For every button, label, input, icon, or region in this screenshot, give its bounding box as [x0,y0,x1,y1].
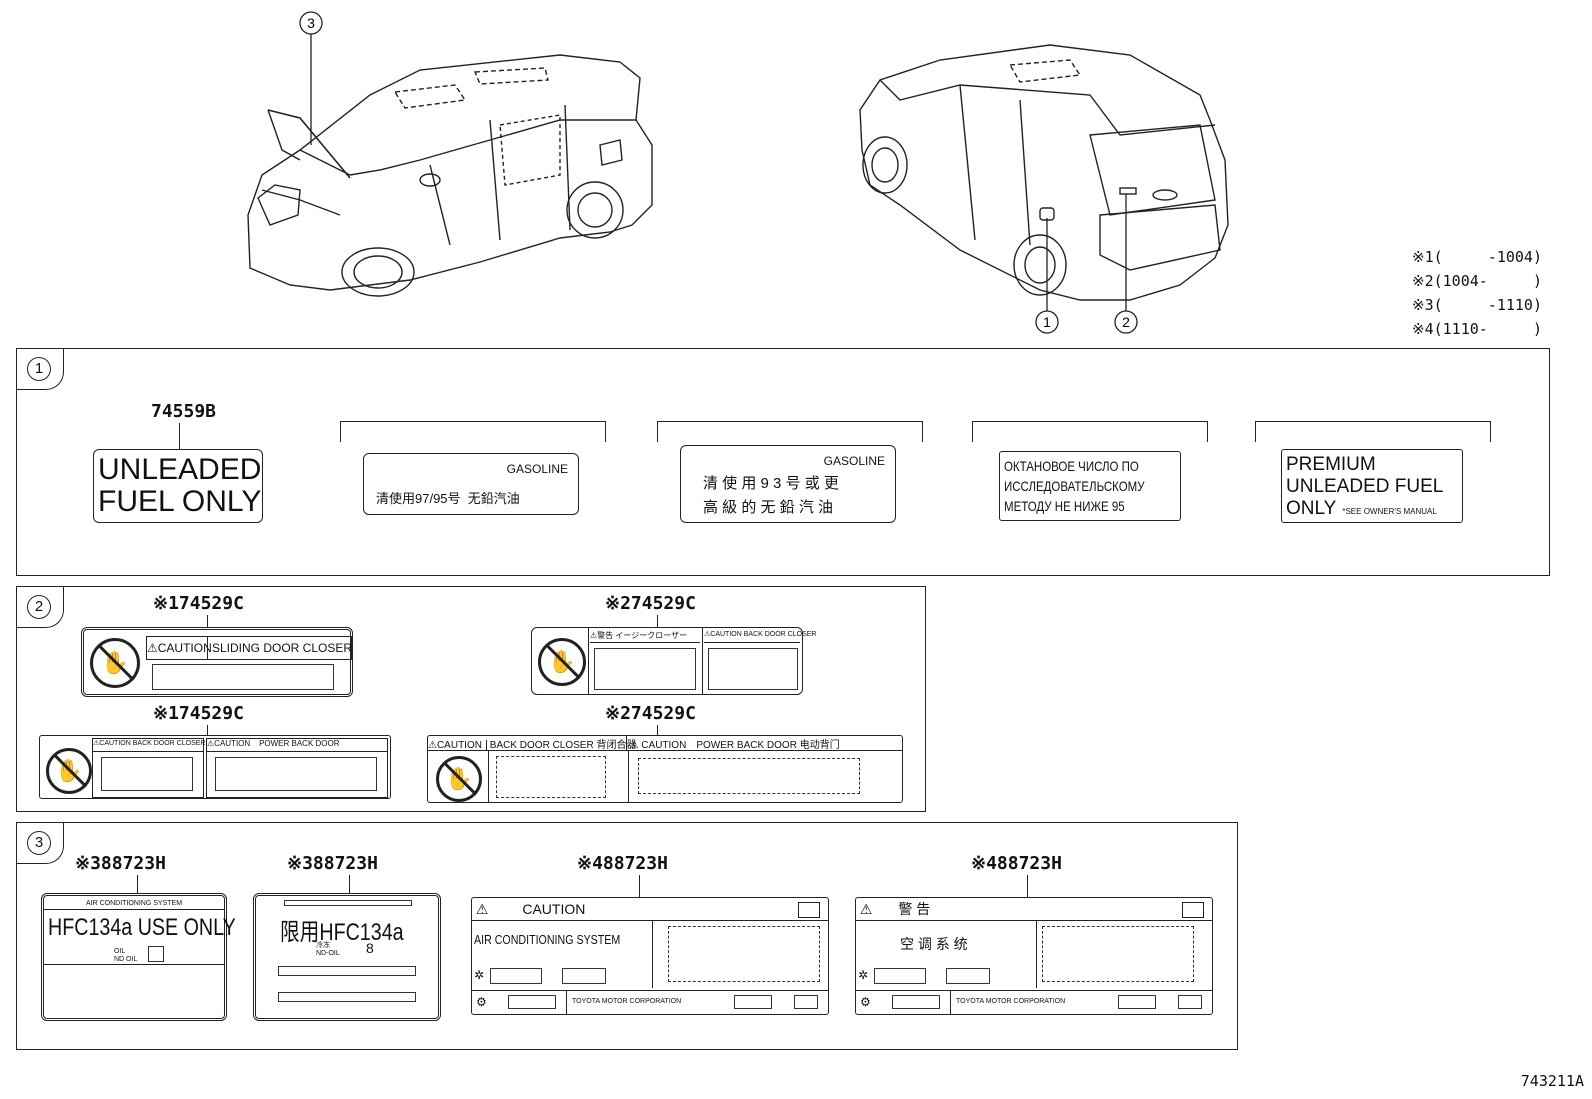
label-ac-caution-en: ⚠ CAUTION AIR CONDITIONING SYSTEM ✲ ⚙ TO… [471,897,829,1015]
manual-icon [1182,902,1204,918]
part-number-74529C-d: ※274529C [605,703,696,724]
legend-row-1: ※1( -1004) [1412,248,1542,266]
ru-line1: ОКТАНОВОЕ ЧИСЛО ПО [1004,458,1139,474]
callout-1-text: 1 [1043,314,1051,330]
label-octane-russian: ОКТАНОВОЕ ЧИСЛО ПО ИССЛЕДОВАТЕЛЬСКОМУ МЕ… [999,451,1181,521]
manual-icon [798,902,820,918]
bracket-2 [657,421,923,442]
gear-icon: ✲ [858,968,869,982]
caution-tag: ⚠CAUTION [147,637,212,659]
gasoline2-head: GASOLINE [823,454,885,468]
warning-triangle-icon: ⚠ [472,901,489,917]
gear-icon: ✲ [474,968,485,982]
label-gasoline-cn-97-95: GASOLINE 清使用97/95号 无鉛汽油 [363,453,579,515]
section-3-tab: 3 [17,823,64,864]
label-easy-closer: ✋ ⚠警告 イージークローザー ⚠CAUTION BACK DOOR CLOSE… [531,627,816,695]
compressor-icon: ⚙ [476,995,487,1009]
part-number-74529C-b: ※274529C [605,593,696,614]
label-back-door-small: ✋ ⚠CAUTION BACK DOOR CLOSER ⚠CAUTION POW… [39,735,391,799]
premium-line1: PREMIUM [1286,454,1376,475]
gasoline2-line2: 高 級 的 无 鉛 汽 油 [703,499,834,516]
ac-system-title-cn: 空 调 系 统 [900,936,968,952]
sliding-door-title: SLIDING DOOR CLOSER [212,641,353,655]
no-hand-icon: ✋ [436,756,482,802]
warning-triangle-icon: ⚠ [856,901,873,917]
section-3-badge: 3 [27,831,51,855]
label-gasoline-cn-93: GASOLINE 清 使 用 9 3 号 或 更 高 級 的 无 鉛 汽 油 [680,445,896,523]
unleaded-line1: UNLEADED [98,453,262,486]
gasoline-head: GASOLINE [506,462,568,476]
part-number-74529C-c: ※174529C [153,703,244,724]
no-hand-icon: ✋ [46,748,92,794]
van-front-view [247,54,653,297]
section-1-fuel-labels: 1 74559B UNLEADED FUEL ONLY GASOLINE 清使用… [16,348,1550,576]
label-hfc134a-use-only: AIR CONDITIONING SYSTEM HFC134a USE ONLY… [41,893,236,1021]
bracket-4 [1255,421,1491,442]
gasoline2-line1: 清 使 用 9 3 号 或 更 [703,475,839,492]
label-ac-caution-cn: ⚠ 警 告 空 调 系 统 ✲ ⚙ TOYOTA MOTOR CORPORATI… [855,897,1213,1015]
van-rear-view [859,44,1229,301]
callout-3-text: 3 [307,15,315,31]
label-sliding-door-closer: ✋ ⚠CAUTIONSLIDING DOOR CLOSER [81,627,353,697]
diagram-id: 743211A [1520,1072,1584,1090]
hfc134a-use-only-text: HFC134a USE ONLY [48,914,236,941]
part-number-88723H-d: ※488723H [971,853,1062,874]
premium-line3: ONLY [1286,498,1337,519]
ru-line3: МЕТОДУ НЕ НИЖЕ 95 [1004,498,1125,514]
ac-system-title: AIR CONDITIONING SYSTEM [474,932,621,947]
section-2-tab: 2 [17,587,64,628]
legend-row-2: ※2(1004- ) [1412,272,1542,290]
date-legend: ※1( -1004) ※2(1004- ) ※3( -1110) ※4(1110… [1412,248,1542,344]
no-hand-icon: ✋ [538,638,586,686]
section-2-door-labels: 2 ※174529C ✋ ⚠CAUTIONSLIDING DOOR CLOSER… [16,586,926,812]
hfc134a-cn-text: 限用HFC134a [280,919,404,946]
gasoline-body: 清使用97/95号 无鉛汽油 [376,491,520,506]
part-number-88723H-c: ※488723H [577,853,668,874]
compressor-icon: ⚙ [860,995,871,1009]
vehicle-illustrations: 3 1 2 [247,11,1229,334]
part-number-88723H-a: ※388723H [75,853,166,874]
leader-line [179,423,180,449]
premium-note: *SEE OWNER'S MANUAL [1342,507,1437,516]
callout-2-text: 2 [1122,314,1130,330]
label-premium-unleaded: PREMIUM UNLEADED FUEL ONLY *SEE OWNER'S M… [1281,449,1463,523]
part-number-88723H-b: ※388723H [287,853,378,874]
part-number-74529C-a: ※174529C [153,593,244,614]
bracket-3 [972,421,1208,442]
premium-line2: UNLEADED FUEL [1286,476,1444,497]
part-number-74559B: 74559B [151,401,217,422]
section-1-tab: 1 [17,349,64,390]
ru-line2: ИССЛЕДОВАТЕЛЬСКОМУ [1004,478,1145,494]
legend-row-3: ※3( -1110) [1412,296,1542,314]
legend-row-4: ※4(1110- ) [1412,320,1542,338]
section-2-badge: 2 [27,595,51,619]
label-unleaded-fuel-only: UNLEADED FUEL ONLY [93,449,263,523]
bracket-1 [340,421,606,442]
section-3-ac-labels: 3 ※388723H AIR CONDITIONING SYSTEM HFC13… [16,822,1238,1050]
no-hand-icon: ✋ [90,638,140,688]
unleaded-line2: FUEL ONLY [98,485,262,518]
label-back-door-large: ⚠CAUTION BACK DOOR CLOSER 背闭合器 ⚠ CAUTION… [427,735,903,803]
section-1-badge: 1 [27,357,51,381]
